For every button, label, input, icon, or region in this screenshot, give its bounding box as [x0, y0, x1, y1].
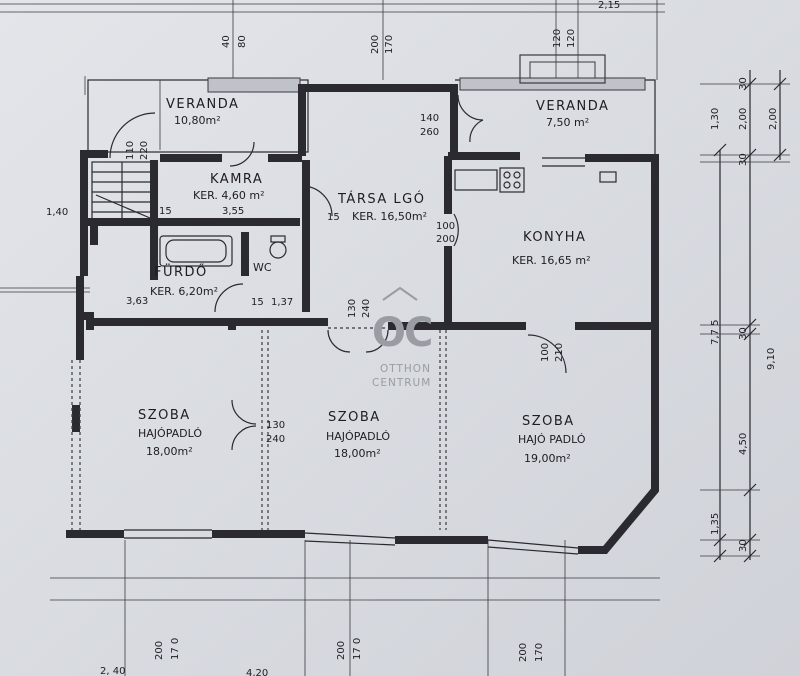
veranda-right-area: 7,50 m²	[546, 116, 589, 129]
side-dim-130: 1,30	[710, 108, 721, 130]
windows	[71, 157, 585, 555]
side-dim-200a: 2,00	[738, 108, 749, 130]
dim-bottom-240: 2, 40	[100, 666, 125, 676]
szoba-right-floor: HAJÓ PADLÓ	[518, 433, 586, 446]
konyha-name: KONYHA	[523, 230, 586, 245]
dim-bottom-200b: 200	[336, 641, 347, 660]
furdo-width: 3,63	[126, 296, 148, 307]
dim-door-240a: 240	[361, 299, 372, 318]
door-swings	[109, 94, 567, 451]
kamra-width: 3,55	[222, 206, 244, 217]
side-dim-30a: 30	[738, 77, 749, 90]
dim-door-100a: 100	[436, 221, 455, 232]
dim-top-120a: 120	[552, 29, 563, 48]
side-dim-910: 9,10	[766, 348, 777, 370]
veranda-left-area: 10,80m²	[174, 114, 221, 127]
dim-wall-15b: 15	[327, 212, 340, 223]
side-dimension-labels: 30 1,30 2,00 2,00 30 7,7 5 30 9,10 4,50 …	[710, 77, 779, 552]
dim-door-110: 110	[125, 141, 136, 160]
dim-bottom-170c: 170	[534, 643, 545, 662]
dim-top-170: 170	[384, 35, 395, 54]
konyha-floor: KER. 16,65 m²	[512, 254, 591, 267]
walls	[66, 84, 659, 554]
kamra-name: KAMRA	[210, 172, 263, 187]
dim-door-220: 220	[139, 141, 150, 160]
dim-top-215: 2,15	[598, 0, 620, 11]
dim-top-200: 200	[370, 35, 381, 54]
room-labels: VERANDA 10,80m² VERANDA 7,50 m² KAMRA KE…	[126, 97, 609, 465]
side-dim-450: 4,50	[738, 433, 749, 455]
side-dim-200b: 2,00	[768, 108, 779, 130]
szoba-left-area: 18,00m²	[146, 445, 193, 458]
opening-labels: 40 80 200 170 120 120 2,15 140 260 110 2…	[46, 0, 620, 676]
dim-wall-137: 1,37	[271, 297, 293, 308]
watermark-line1: OTTHON	[380, 363, 431, 375]
szoba-left-floor: HAJÓPADLÓ	[138, 427, 202, 440]
dim-door-100b: 100	[540, 343, 551, 362]
szoba-right-name: SZOBA	[522, 414, 575, 429]
watermark-logo-text: OC	[372, 310, 431, 356]
dim-bottom-200c: 200	[518, 643, 529, 662]
furdo-name: FÜRDŐ	[154, 263, 208, 280]
dim-wall-140: 1,40	[46, 207, 68, 218]
dim-bottom-170b: 17 0	[352, 638, 363, 660]
dim-bottom-170a: 17 0	[170, 638, 181, 660]
dim-door-240b: 240	[266, 434, 285, 445]
watermark-logo	[382, 286, 418, 301]
dim-door-130b: 130	[266, 420, 285, 431]
side-dim-30b: 30	[738, 153, 749, 166]
dim-bottom-200a: 200	[154, 641, 165, 660]
dim-door-210: 210	[554, 343, 565, 362]
dim-bottom-420: 4,20	[246, 668, 268, 676]
kamra-floor: KER. 4,60 m²	[193, 189, 265, 202]
side-dim-30c: 30	[738, 327, 749, 340]
side-dim-30d: 30	[738, 539, 749, 552]
dim-top-120b: 120	[566, 29, 577, 48]
side-dim-135: 1,35	[710, 513, 721, 535]
szoba-mid-floor: HAJÓPADLÓ	[326, 430, 390, 443]
wc-name: WC	[253, 261, 272, 274]
szoba-mid-name: SZOBA	[328, 410, 381, 425]
dim-top-80: 80	[237, 35, 248, 48]
szoba-mid-area: 18,00m²	[334, 447, 381, 460]
dim-door-140: 140	[420, 113, 439, 124]
veranda-outlines	[87, 54, 656, 155]
staircase	[91, 161, 153, 221]
dim-wall-15c: 15	[251, 297, 264, 308]
dim-door-200: 200	[436, 234, 455, 245]
dim-wall-15a: 15	[159, 206, 172, 217]
dim-top-40: 40	[221, 35, 232, 48]
dim-door-260: 260	[420, 127, 439, 138]
szoba-right-area: 19,00m²	[524, 452, 571, 465]
szoba-left-name: SZOBA	[138, 408, 191, 423]
bathroom-fixtures	[159, 167, 617, 330]
veranda-right-name: VERANDA	[536, 99, 609, 114]
furdo-floor: KER. 6,20m²	[150, 285, 218, 298]
watermark: OC OTTHON CENTRUM	[372, 310, 433, 389]
tarsalgo-name: TÁRSA LGÓ	[337, 191, 425, 207]
dim-door-130a: 130	[347, 299, 358, 318]
watermark-line2: CENTRUM	[372, 377, 431, 389]
tarsalgo-floor: KER. 16,50m²	[352, 210, 427, 223]
veranda-left-name: VERANDA	[166, 97, 239, 112]
side-dim-775: 7,7 5	[710, 320, 721, 345]
